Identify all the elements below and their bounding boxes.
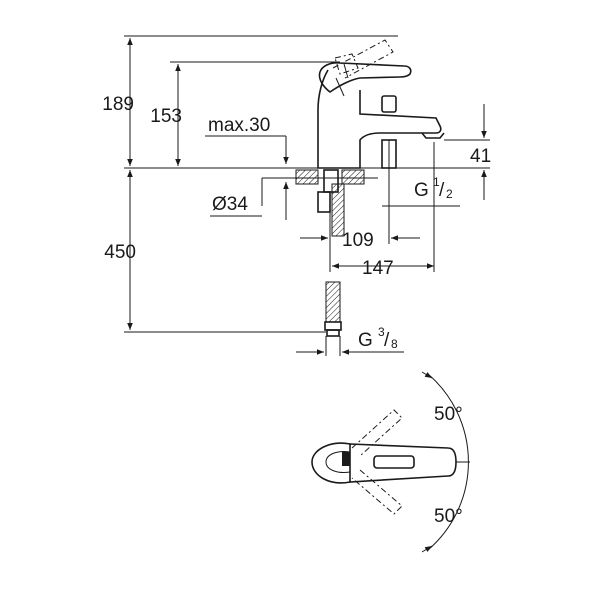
lever-top	[373, 455, 415, 469]
body-outline	[311, 442, 351, 484]
g12-slash: /	[439, 180, 445, 201]
arc-arrow-bottom	[421, 545, 433, 553]
body-inner-outline	[325, 451, 351, 473]
side-view: 189 153 max.30 Ø34 41 G 1 / 2 109 147	[102, 35, 491, 356]
diverter-knob	[381, 95, 397, 113]
hose-nut-bottom	[326, 329, 340, 337]
top-view: 50° 50°	[311, 371, 470, 553]
dim-153-label: 153	[150, 106, 182, 127]
g12-numerator: 1	[433, 175, 440, 189]
spout-alt-upper	[351, 409, 403, 457]
fixing-nut	[323, 169, 339, 193]
spout-top	[349, 443, 457, 483]
spout-outlet	[421, 132, 445, 139]
spout-alt-lower	[351, 469, 403, 515]
g38-denominator: 8	[391, 337, 398, 351]
g12-denominator: 2	[446, 187, 453, 201]
dim-189-label: 189	[102, 94, 134, 115]
deck-section-right	[341, 169, 365, 185]
lever-joint	[335, 77, 345, 97]
supply-fitting	[317, 191, 331, 213]
g38-numerator: 3	[378, 325, 385, 339]
indicator-dot	[342, 452, 350, 466]
hose-nut-top	[324, 321, 342, 331]
dim-41-label: 41	[470, 146, 491, 167]
fixing-rod	[331, 183, 345, 237]
mixer-body	[317, 62, 445, 206]
g12-prefix: G	[414, 180, 429, 201]
lever-split	[343, 63, 349, 79]
dim-max30-label: max.30	[208, 115, 270, 136]
dim-109-label: 109	[342, 230, 374, 251]
deck-section-left	[295, 169, 319, 185]
lever-alt-position	[332, 39, 394, 79]
supply-hose	[324, 281, 342, 356]
dim-450-label: 450	[104, 242, 136, 263]
hose-braid	[325, 281, 341, 323]
g38-prefix: G	[358, 330, 373, 351]
g38-slash: /	[384, 330, 390, 351]
angle-lower-label: 50°	[434, 506, 463, 527]
angle-upper-label: 50°	[434, 404, 463, 425]
dim-147-label: 147	[362, 258, 394, 279]
arc-arrow-top	[421, 371, 433, 379]
deck-fixing	[295, 169, 365, 237]
dim-dia34-label: Ø34	[212, 194, 248, 215]
